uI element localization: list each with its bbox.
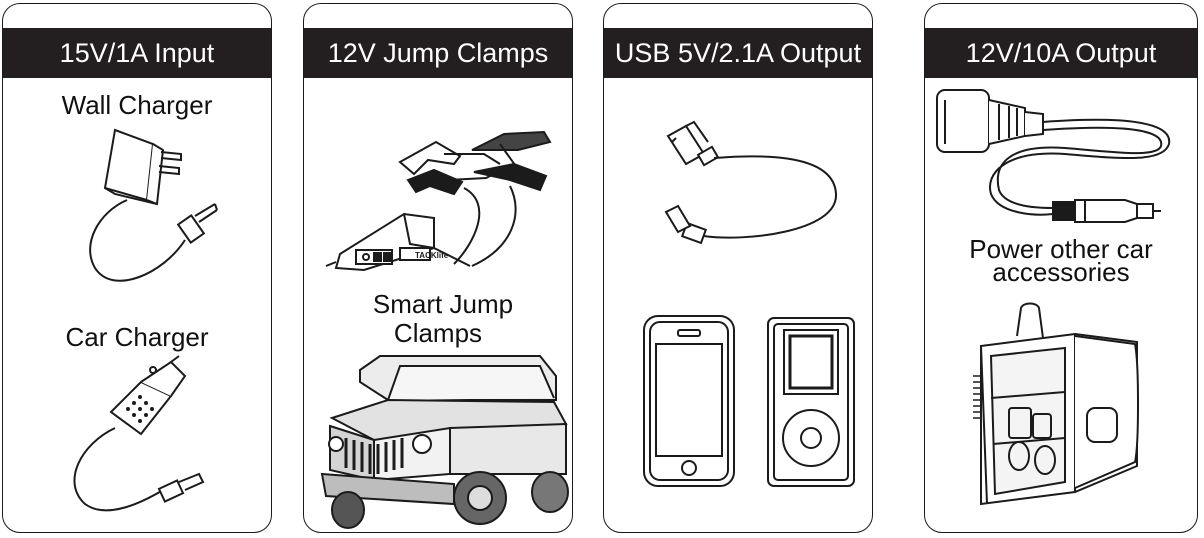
panel-jump-clamps: 12V Jump Clamps Smart Jump Clamps (303, 3, 573, 533)
panel-usb-output: USB 5V/2.1A Output (603, 3, 873, 533)
car-icon (304, 4, 573, 533)
device-logo: TACKlife (415, 251, 449, 260)
panel-header: 12V Jump Clamps (304, 28, 572, 78)
usb-cable-icon (604, 4, 873, 533)
panel-header: USB 5V/2.1A Output (604, 28, 872, 78)
clamps-label: Clamps (393, 318, 483, 348)
power-car-label: Power other car (969, 234, 1153, 264)
jump-clamps-icon: TACKlife (304, 4, 573, 533)
car-charger-label: Car Charger (65, 322, 209, 352)
panel-header: 15V/1A Input (3, 28, 271, 78)
wall-charger-label: Wall Charger (61, 90, 213, 120)
music-player-icon (604, 4, 873, 533)
car-charger-icon (3, 4, 272, 533)
wall-charger-icon (3, 4, 272, 533)
smart-jump-label: Smart Jump (372, 289, 514, 319)
panel-12v-output: 12V/10A Output Power other car accessori… (924, 3, 1198, 533)
smartphone-icon (604, 4, 873, 533)
mini-fridge-icon (925, 4, 1198, 533)
cigarette-socket-cable-icon (925, 4, 1198, 533)
panel-input: 15V/1A Input Wall Charger Car Charger (2, 3, 272, 533)
accessories-label: accessories (992, 257, 1130, 287)
panel-header: 12V/10A Output (925, 28, 1197, 78)
